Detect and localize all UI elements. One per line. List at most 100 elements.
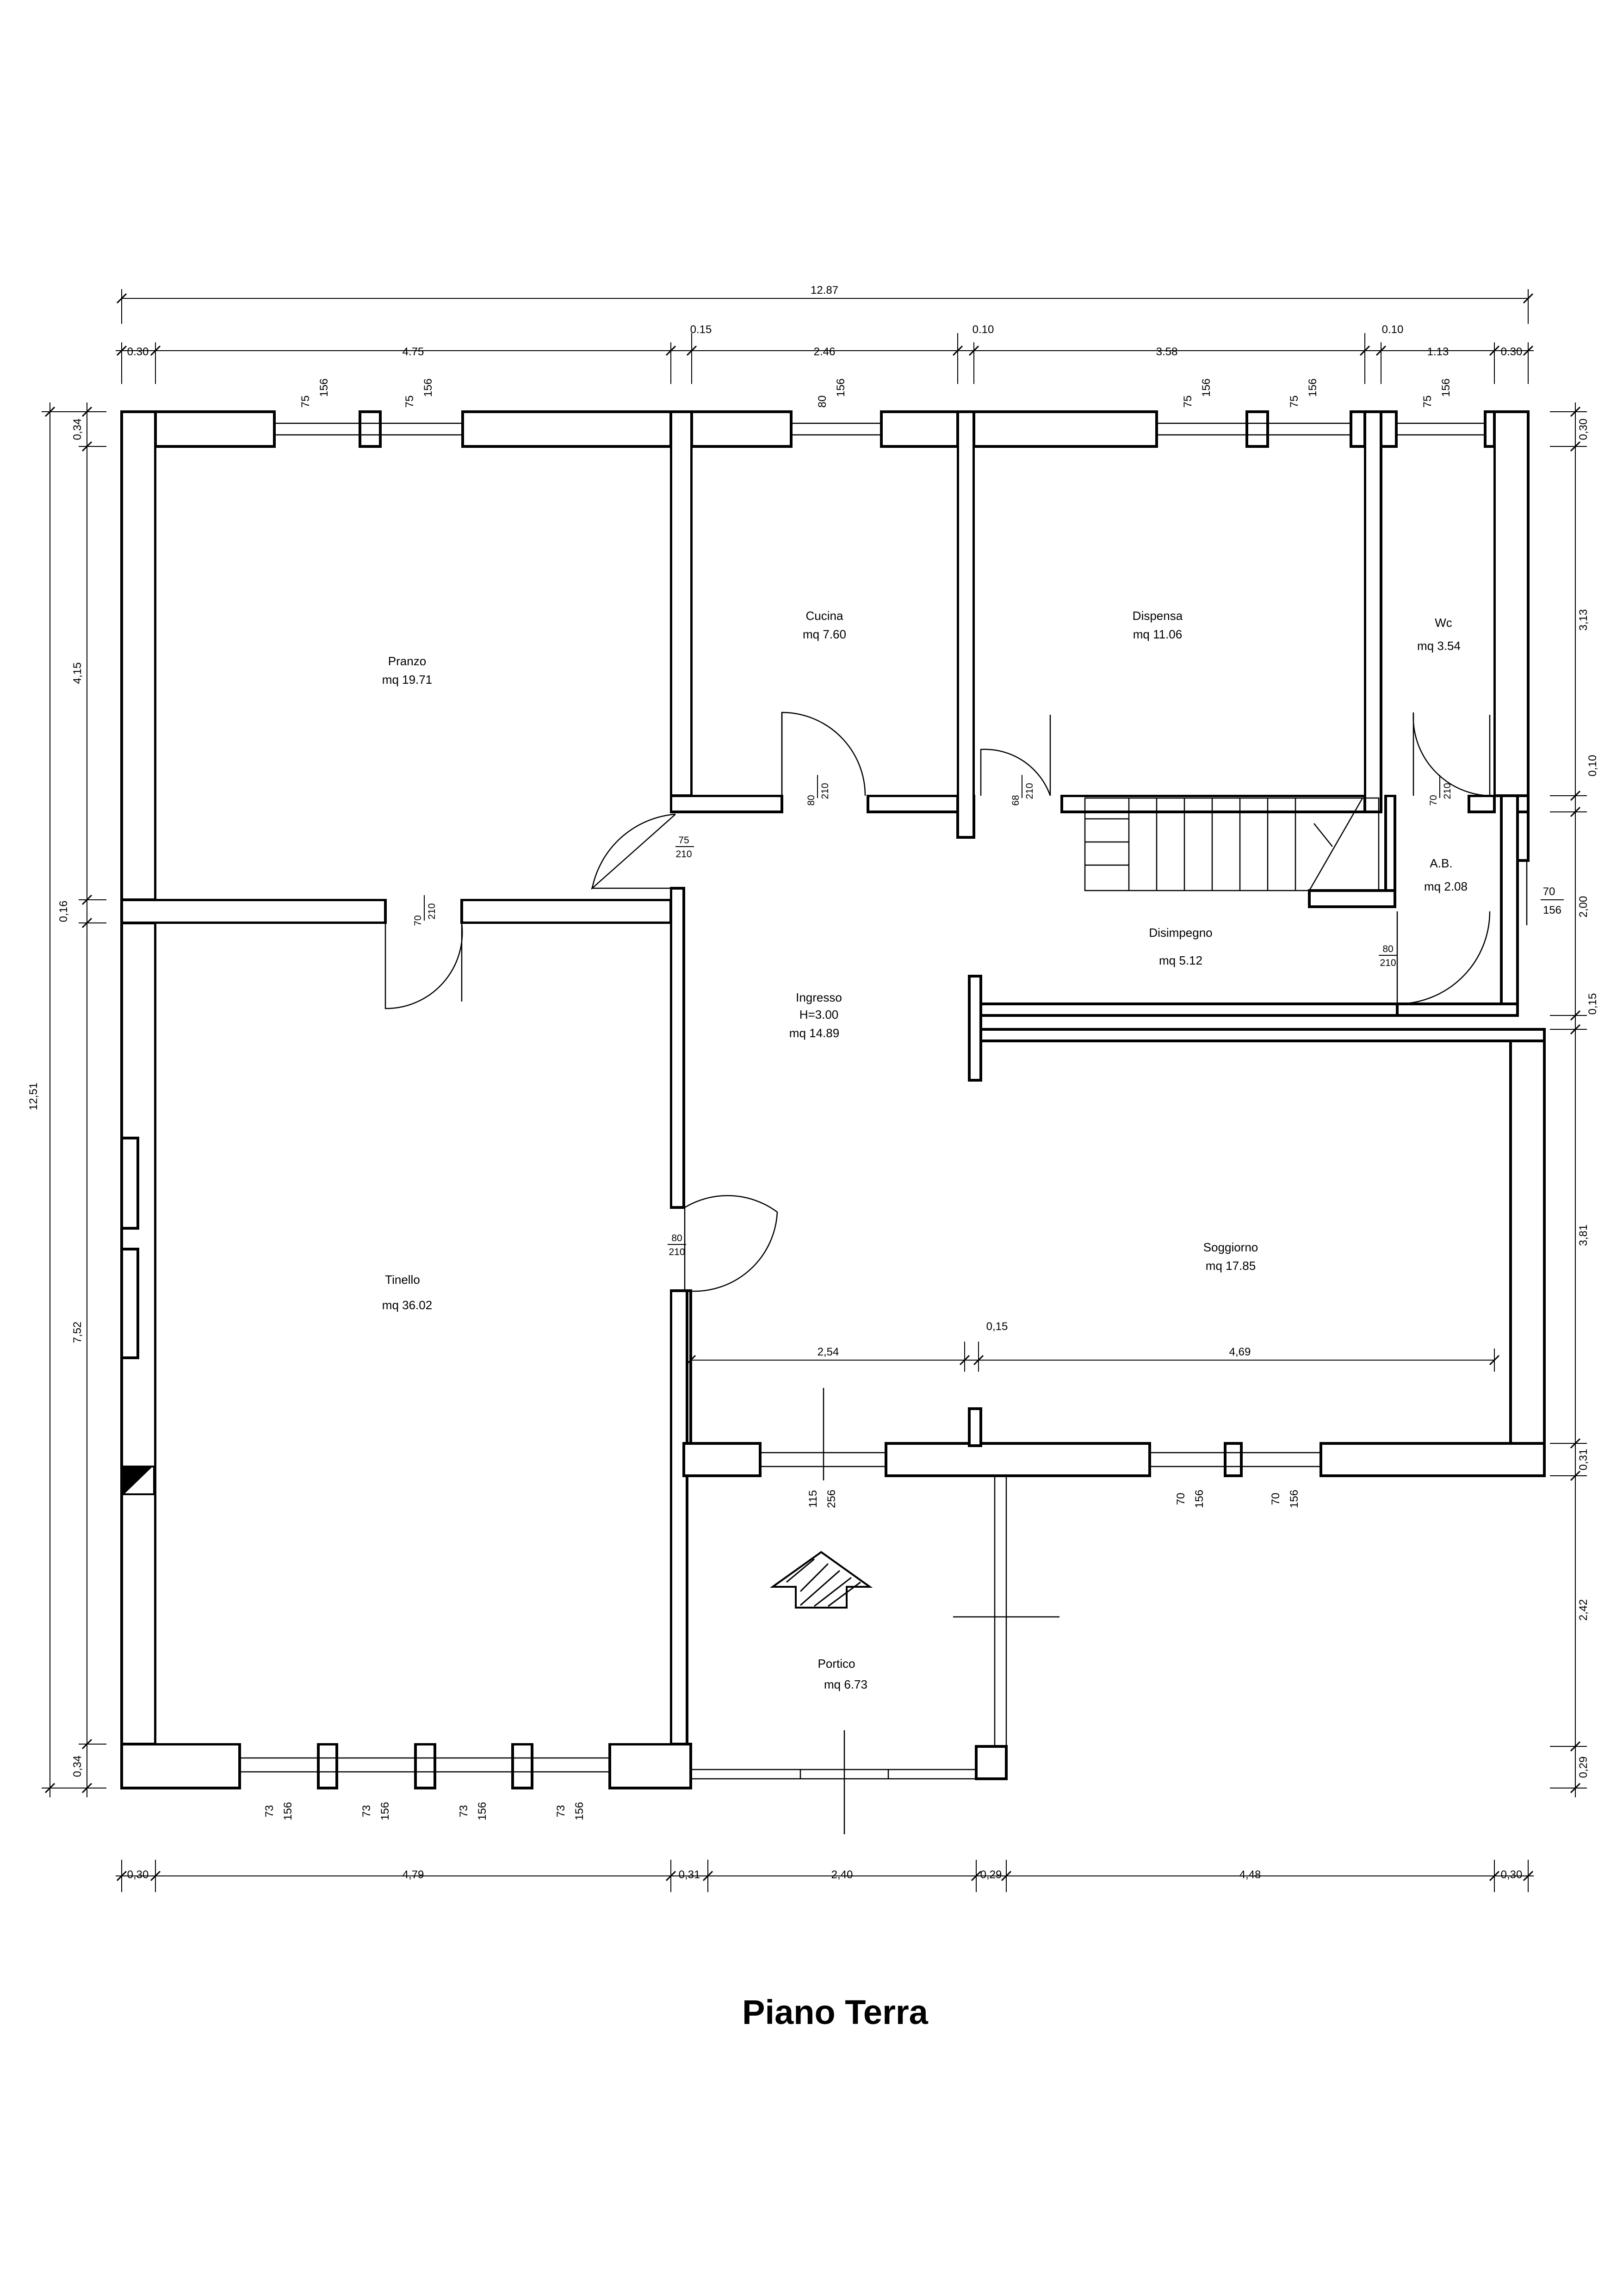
room-area-disimpegno: mq 5.12: [1159, 953, 1202, 967]
drawing-title: Piano Terra: [742, 1993, 928, 2031]
dim-top-4: 0.10: [973, 323, 994, 336]
dim-right-3: 2,00: [1577, 896, 1590, 918]
window-0-w: 75: [299, 396, 312, 408]
dim-bottom-2: 0,31: [679, 1869, 700, 1881]
room-name-ab: A.B.: [1430, 856, 1452, 870]
hatched-corner-block: [124, 1467, 153, 1494]
room-area-ab: mq 2.08: [1424, 879, 1468, 893]
window-2-w: 80: [816, 396, 829, 408]
room-name-disimpegno: Disimpegno: [1149, 926, 1212, 940]
door-labels: 80 210 68 210 70 210 75 210 70 210 80 21…: [413, 783, 1453, 1257]
dim-bottom-0: 0,30: [127, 1869, 149, 1881]
window-8-h: 156: [379, 1802, 391, 1820]
dim-top-0: 0.30: [127, 346, 149, 358]
dim-bottom-6: 0,30: [1501, 1869, 1523, 1881]
dim-top-total: 12.87: [811, 284, 838, 297]
dim-soggiorno-1: 0,15: [986, 1320, 1008, 1333]
window-3-w: 75: [1182, 396, 1194, 408]
window-labels: 75 156 75 156 80 156 75 156 75 156 75 15…: [263, 378, 1561, 1820]
window-9-h: 156: [476, 1802, 489, 1820]
room-name-tinello: Tinello: [385, 1273, 420, 1287]
dim-right-8: 0,29: [1577, 1757, 1590, 1778]
dim-bottom-5: 4,48: [1239, 1869, 1261, 1881]
window-3-h: 156: [1200, 378, 1213, 397]
window-1-w: 75: [403, 396, 416, 408]
door-0-w: 80: [806, 795, 817, 805]
room-area-ingresso: mq 14.89: [789, 1026, 839, 1040]
window-8-w: 73: [360, 1805, 373, 1818]
dim-top-7: 1.13: [1427, 346, 1449, 358]
door-3-h: 210: [675, 849, 692, 860]
window-4-h: 156: [1307, 378, 1319, 397]
door-2-w: 70: [1428, 795, 1439, 805]
window-5-h: 156: [1440, 378, 1452, 397]
window-5-w: 75: [1421, 396, 1434, 408]
dim-bottom-3: 2,40: [831, 1869, 853, 1881]
dim-left-2: 0,16: [57, 901, 70, 922]
room-area-tinello: mq 36.02: [382, 1298, 432, 1312]
dim-soggiorno-2: 4,69: [1229, 1346, 1251, 1358]
window-13-h: 156: [1288, 1490, 1301, 1508]
room-height-ingresso: H=3.00: [799, 1008, 839, 1021]
room-area-cucina: mq 7.60: [803, 627, 846, 641]
room-name-soggiorno: Soggiorno: [1203, 1240, 1258, 1254]
room-area-dispensa: mq 11.06: [1133, 627, 1182, 641]
room-interiors: [156, 448, 1493, 1743]
dim-top-1: 4.75: [403, 346, 424, 358]
room-name-wc: Wc: [1435, 616, 1452, 630]
dim-soggiorno-0: 2,54: [818, 1346, 839, 1358]
dim-bottom-1: 4,79: [403, 1869, 424, 1881]
window-11-h: 256: [825, 1490, 838, 1508]
dim-top-5: 3.58: [1156, 346, 1178, 358]
vertical-dimension-labels: 12,51 0,34 4,15 0,16 7,52 0,34 0,30 3,13…: [27, 419, 1599, 1778]
dim-top-3: 2.46: [814, 346, 836, 358]
door-4-h: 210: [427, 903, 437, 919]
room-area-wc: mq 3.54: [1417, 639, 1461, 653]
room-area-portico: mq 6.73: [824, 1677, 867, 1691]
dim-right-7: 2,42: [1577, 1599, 1590, 1621]
dim-top-8: 0.30: [1501, 346, 1523, 358]
dim-right-4: 0,15: [1586, 993, 1599, 1015]
window-11-w: 115: [807, 1490, 819, 1508]
window-12-w: 70: [1175, 1493, 1187, 1505]
window-12-h: 156: [1193, 1490, 1206, 1508]
dim-right-6: 0,31: [1577, 1449, 1590, 1471]
entrance-arrow-icon: [769, 1551, 873, 1609]
window-10-h: 156: [573, 1802, 586, 1820]
room-name-portico: Portico: [818, 1657, 855, 1671]
door-2-h: 210: [1442, 783, 1453, 799]
dimension-ticks: [44, 293, 1581, 1881]
dim-left-1: 4,15: [71, 662, 84, 684]
corner-block-outline: [123, 1466, 155, 1495]
window-7-w: 73: [263, 1805, 276, 1818]
room-area-pranzo: mq 19.71: [382, 673, 432, 687]
dim-left-total: 12,51: [27, 1083, 40, 1110]
dim-right-0: 0,30: [1577, 419, 1590, 440]
dim-bottom-4: 0,29: [980, 1869, 1002, 1881]
door-fraction-bars: [424, 775, 1564, 1245]
window-1-h: 156: [422, 378, 434, 397]
door-swings: [384, 712, 1491, 1292]
window-0-h: 156: [318, 378, 330, 397]
dim-left-0: 0,34: [71, 419, 84, 440]
door-5-w: 80: [671, 1233, 682, 1244]
dim-top-6: 0.10: [1382, 323, 1404, 336]
room-area-soggiorno: mq 17.85: [1206, 1259, 1256, 1273]
door-1-h: 210: [1024, 783, 1035, 799]
room-name-pranzo: Pranzo: [388, 654, 426, 668]
door-1-w: 68: [1010, 795, 1021, 805]
room-labels: Pranzo mq 19.71 Cucina mq 7.60 Dispensa …: [382, 609, 1468, 1691]
room-name-cucina: Cucina: [806, 609, 843, 623]
door-6-w: 80: [1382, 944, 1393, 954]
window-10-w: 73: [555, 1805, 567, 1818]
dimension-labels: 12.87 0.30 4.75 0.15 2.46 0.10 3.58 0.10…: [127, 284, 1523, 1881]
dim-right-5: 3,81: [1577, 1225, 1590, 1246]
window-6-h: 156: [1543, 904, 1561, 916]
door-0-h: 210: [820, 783, 830, 799]
room-name-dispensa: Dispensa: [1133, 609, 1183, 623]
dim-right-2: 0,10: [1586, 755, 1599, 777]
staircase: [1084, 797, 1380, 891]
window-4-w: 75: [1288, 396, 1301, 408]
window-7-h: 156: [282, 1802, 294, 1820]
